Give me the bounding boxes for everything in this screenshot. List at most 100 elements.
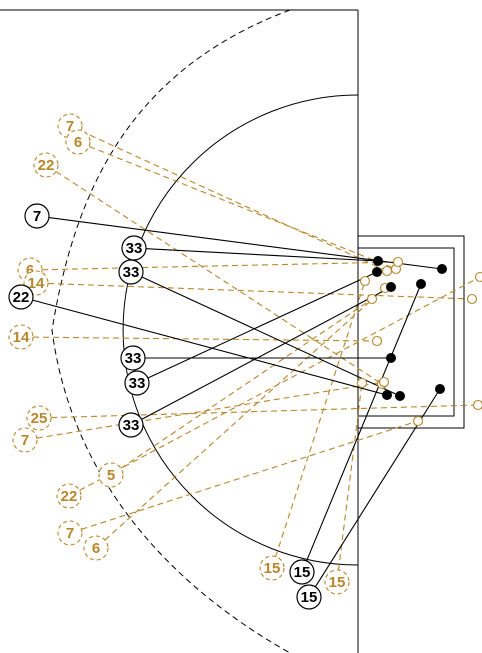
player-marker bbox=[120, 345, 146, 371]
shot-end-missed bbox=[381, 265, 393, 277]
shot-line-missed bbox=[81, 420, 419, 530]
player-marker bbox=[118, 412, 144, 438]
shot-line-missed bbox=[32, 336, 378, 342]
player-number: 15 bbox=[329, 574, 346, 591]
shot-end-missed bbox=[366, 293, 378, 305]
shot-origin-missed: 7 bbox=[57, 520, 83, 546]
player-marker bbox=[24, 203, 50, 229]
shot-origin-missed: 6 bbox=[65, 129, 91, 155]
player-marker bbox=[8, 284, 34, 310]
player-number: 22 bbox=[13, 289, 30, 306]
court-lines bbox=[0, 9, 465, 653]
shot-origin-missed: 7 bbox=[12, 427, 38, 453]
free-throw-arc bbox=[51, 9, 291, 653]
shot-origin-scored: 15 bbox=[296, 584, 322, 610]
player-number: 33 bbox=[123, 264, 140, 281]
player-marker bbox=[65, 129, 91, 155]
shot-end-scored bbox=[395, 391, 405, 401]
player-number: 7 bbox=[21, 432, 29, 449]
shot-line-scored bbox=[141, 286, 392, 420]
shot-origin-missed: 15 bbox=[259, 555, 285, 581]
shot-end-missed bbox=[356, 377, 368, 389]
shot-end-scored bbox=[435, 384, 445, 394]
player-number: 7 bbox=[33, 208, 41, 225]
shot-line-missed bbox=[36, 381, 385, 439]
player-number: 15 bbox=[301, 589, 318, 606]
player-marker bbox=[33, 152, 59, 178]
player-marker bbox=[57, 520, 83, 546]
shot-line-missed bbox=[50, 404, 479, 419]
shot-lines bbox=[32, 130, 481, 588]
shot-origin-missed: 22 bbox=[56, 483, 82, 509]
shot-line-missed bbox=[337, 382, 363, 571]
shot-end-scored bbox=[416, 279, 426, 289]
shot-line-scored bbox=[141, 276, 401, 397]
player-marker bbox=[289, 559, 315, 585]
shot-origin-missed: 6 bbox=[83, 535, 109, 561]
player-number: 6 bbox=[74, 134, 82, 151]
shot-end-missed bbox=[392, 256, 404, 268]
shot-end-scored bbox=[373, 256, 383, 266]
shot-line-scored bbox=[306, 283, 422, 562]
player-marker bbox=[324, 569, 350, 595]
player-number: 33 bbox=[126, 240, 143, 257]
shot-end-missed bbox=[371, 335, 383, 347]
shot-origin-missed: 15 bbox=[324, 569, 350, 595]
shot-line-missed bbox=[120, 298, 373, 469]
shot-line-missed bbox=[104, 287, 386, 541]
player-marker bbox=[56, 483, 82, 509]
shot-origin-scored: 33 bbox=[118, 259, 144, 285]
shot-line-scored bbox=[48, 217, 443, 270]
player-number: 22 bbox=[61, 488, 78, 505]
shot-end-missed bbox=[378, 376, 390, 388]
player-marker bbox=[124, 370, 150, 396]
player-number: 33 bbox=[125, 350, 142, 367]
shot-line-missed bbox=[275, 280, 366, 557]
player-marker bbox=[296, 584, 322, 610]
goal-area-arc bbox=[122, 94, 359, 566]
shot-origin-missed: 25 bbox=[26, 405, 52, 431]
shot-line-missed bbox=[88, 145, 397, 270]
shot-origin-scored: 33 bbox=[124, 370, 150, 396]
shot-line-missed bbox=[47, 282, 473, 300]
player-marker bbox=[98, 462, 124, 488]
player-number: 22 bbox=[38, 157, 55, 174]
shot-origin-scored: 33 bbox=[121, 235, 147, 261]
shot-origin-missed: 14 bbox=[8, 324, 34, 350]
shot-line-missed bbox=[41, 261, 399, 271]
player-marker bbox=[259, 555, 285, 581]
shot-end-missed bbox=[474, 271, 482, 283]
shot-end-missed bbox=[412, 415, 424, 427]
shot-line-missed bbox=[55, 171, 383, 385]
player-number: 7 bbox=[66, 118, 74, 135]
shot-line-scored bbox=[32, 299, 388, 396]
shot-line-missed bbox=[79, 276, 481, 491]
shot-line-scored bbox=[145, 248, 379, 262]
shot-origin-scored: 22 bbox=[8, 284, 34, 310]
player-number: 6 bbox=[92, 540, 100, 557]
shot-origin-missed: 22 bbox=[33, 152, 59, 178]
shot-end-scored bbox=[372, 267, 382, 277]
shot-line-scored bbox=[147, 271, 378, 379]
goal-inner bbox=[357, 247, 455, 417]
player-marker bbox=[8, 324, 34, 350]
shot-origin-scored: 7 bbox=[24, 203, 50, 229]
shot-end-markers bbox=[356, 256, 482, 427]
shot-origin-missed: 5 bbox=[98, 462, 124, 488]
player-marker bbox=[83, 535, 109, 561]
player-marker bbox=[26, 405, 52, 431]
player-number: 15 bbox=[264, 560, 281, 577]
shot-end-scored bbox=[386, 353, 396, 363]
player-number: 6 bbox=[26, 262, 34, 279]
player-number: 14 bbox=[28, 275, 45, 292]
shot-end-missed bbox=[359, 275, 371, 287]
shot-origin-scored: 15 bbox=[289, 559, 315, 585]
player-number: 7 bbox=[66, 525, 74, 542]
player-marker bbox=[118, 259, 144, 285]
player-number: 5 bbox=[107, 467, 115, 484]
player-number: 33 bbox=[123, 417, 140, 434]
shot-line-missed bbox=[80, 130, 388, 272]
shot-end-scored bbox=[386, 282, 396, 292]
